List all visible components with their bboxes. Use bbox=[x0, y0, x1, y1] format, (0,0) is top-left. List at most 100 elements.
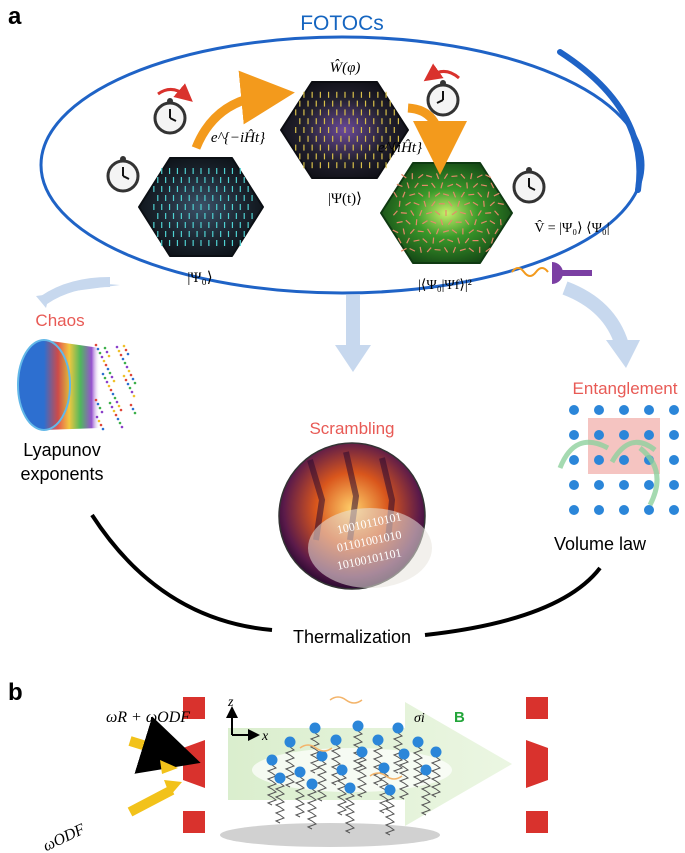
spin-arrow bbox=[410, 210, 415, 216]
trap-electrode bbox=[526, 811, 548, 833]
spin-arrow bbox=[485, 212, 492, 214]
chaos-dot bbox=[131, 407, 135, 411]
entanglement-lattice bbox=[557, 405, 679, 515]
chaos-dot bbox=[126, 352, 130, 356]
chaos-dot bbox=[117, 349, 121, 353]
chaos-dot bbox=[119, 353, 123, 357]
clock-backward-icon bbox=[423, 63, 460, 117]
chaos-dot bbox=[121, 357, 125, 361]
final-state-hexagon bbox=[380, 162, 513, 264]
ion bbox=[420, 764, 432, 776]
spin-arrow bbox=[451, 229, 458, 234]
chaos-dot bbox=[129, 373, 133, 377]
lattice-site bbox=[644, 505, 654, 515]
ion bbox=[398, 748, 410, 760]
spin-arrow bbox=[402, 191, 406, 198]
forward-evolution-label: e^{−iĤt} bbox=[211, 129, 265, 146]
trap-electrode bbox=[183, 740, 205, 788]
initial-state-label: |Ψ₀⟩ bbox=[187, 270, 212, 286]
spin-arrow bbox=[431, 182, 436, 189]
chaos-dot bbox=[110, 405, 114, 409]
trap-electrode bbox=[526, 740, 548, 788]
forward-evolution-arrow bbox=[191, 70, 295, 150]
ion bbox=[356, 746, 368, 758]
spin-arrow bbox=[417, 230, 424, 233]
chaos-dot bbox=[103, 376, 107, 380]
spin-arrow bbox=[468, 193, 475, 196]
lattice-site bbox=[644, 430, 654, 440]
ion bbox=[294, 766, 306, 778]
chaos-dot bbox=[119, 408, 123, 412]
trap-electrode bbox=[183, 811, 205, 833]
spin-arrow bbox=[440, 182, 444, 189]
lattice-site bbox=[619, 480, 629, 490]
butterfly-operator-label: Ŵ(φ) bbox=[330, 59, 361, 76]
chaos-dot bbox=[115, 400, 119, 404]
spin-arrow bbox=[431, 201, 436, 207]
spin-arrow bbox=[435, 228, 440, 235]
spin-arrow bbox=[405, 201, 411, 206]
backward-evolution-label: e^{iĤt} bbox=[378, 139, 422, 156]
spin-arrow bbox=[406, 182, 410, 189]
laser-beam-bottom bbox=[127, 785, 175, 817]
spin-arrow bbox=[413, 239, 420, 242]
chaos-dot bbox=[124, 348, 128, 352]
spin-arrow bbox=[485, 247, 491, 253]
chaos-dot bbox=[122, 344, 126, 348]
chaos-dot bbox=[112, 379, 116, 383]
lyapunov-label-line2: exponents bbox=[20, 464, 103, 484]
chaos-dot bbox=[102, 359, 106, 363]
spin-arrow bbox=[400, 212, 407, 214]
spin-arrow bbox=[494, 228, 499, 235]
spin-arrow bbox=[442, 229, 450, 233]
spin-arrow bbox=[486, 191, 490, 198]
chaos-dot bbox=[96, 402, 100, 406]
spin-arrow bbox=[459, 248, 466, 252]
spin-operator-label: σi bbox=[414, 711, 425, 726]
ion bbox=[330, 734, 342, 746]
lyapunov-label-line1: Lyapunov bbox=[23, 440, 100, 460]
spin-arrow bbox=[481, 237, 487, 244]
scrambling-label: Scrambling bbox=[309, 419, 394, 438]
chaos-dot bbox=[101, 372, 105, 376]
spin-arrow bbox=[426, 247, 432, 253]
spin-arrow bbox=[464, 219, 470, 225]
chaos-dot bbox=[108, 401, 112, 405]
chaos-dot bbox=[129, 403, 133, 407]
spin-arrow bbox=[392, 210, 398, 216]
chaos-dot bbox=[103, 346, 107, 350]
lattice-site bbox=[669, 405, 679, 415]
ion-spring bbox=[274, 782, 286, 824]
ion-spring bbox=[392, 732, 404, 774]
lattice-site bbox=[569, 505, 579, 515]
volume-law-label: Volume law bbox=[554, 534, 647, 554]
chaos-dot bbox=[97, 419, 101, 423]
ion-trap-setup bbox=[183, 696, 548, 847]
scrambling-image: 10010110101 01101001010 10100101101 bbox=[278, 442, 432, 590]
axis-z-label: z bbox=[227, 695, 234, 710]
panel-label-b: b bbox=[8, 679, 23, 706]
ion-spring bbox=[306, 788, 318, 830]
ion bbox=[274, 772, 286, 784]
spin-arrow bbox=[472, 201, 479, 206]
thermalization-curve-right bbox=[424, 566, 602, 637]
spin-arrow bbox=[397, 237, 402, 244]
spin-arrow bbox=[422, 220, 428, 225]
spin-arrow bbox=[396, 183, 403, 188]
lattice-site bbox=[669, 430, 679, 440]
lattice-site bbox=[619, 405, 629, 415]
initial-state-hexagon bbox=[138, 157, 264, 257]
chaos-dot bbox=[132, 394, 136, 398]
spin-arrow bbox=[472, 182, 479, 188]
spin-arrow bbox=[434, 192, 441, 197]
ion bbox=[284, 736, 296, 748]
spin-arrow bbox=[459, 211, 466, 215]
ion bbox=[392, 722, 404, 734]
chaos-dot bbox=[123, 361, 127, 365]
spin-arrow bbox=[398, 200, 401, 207]
spin-arrow bbox=[490, 182, 495, 189]
evolved-state-hexagon bbox=[280, 81, 409, 179]
chaos-dot bbox=[94, 398, 98, 402]
spin-arrow bbox=[457, 237, 461, 244]
